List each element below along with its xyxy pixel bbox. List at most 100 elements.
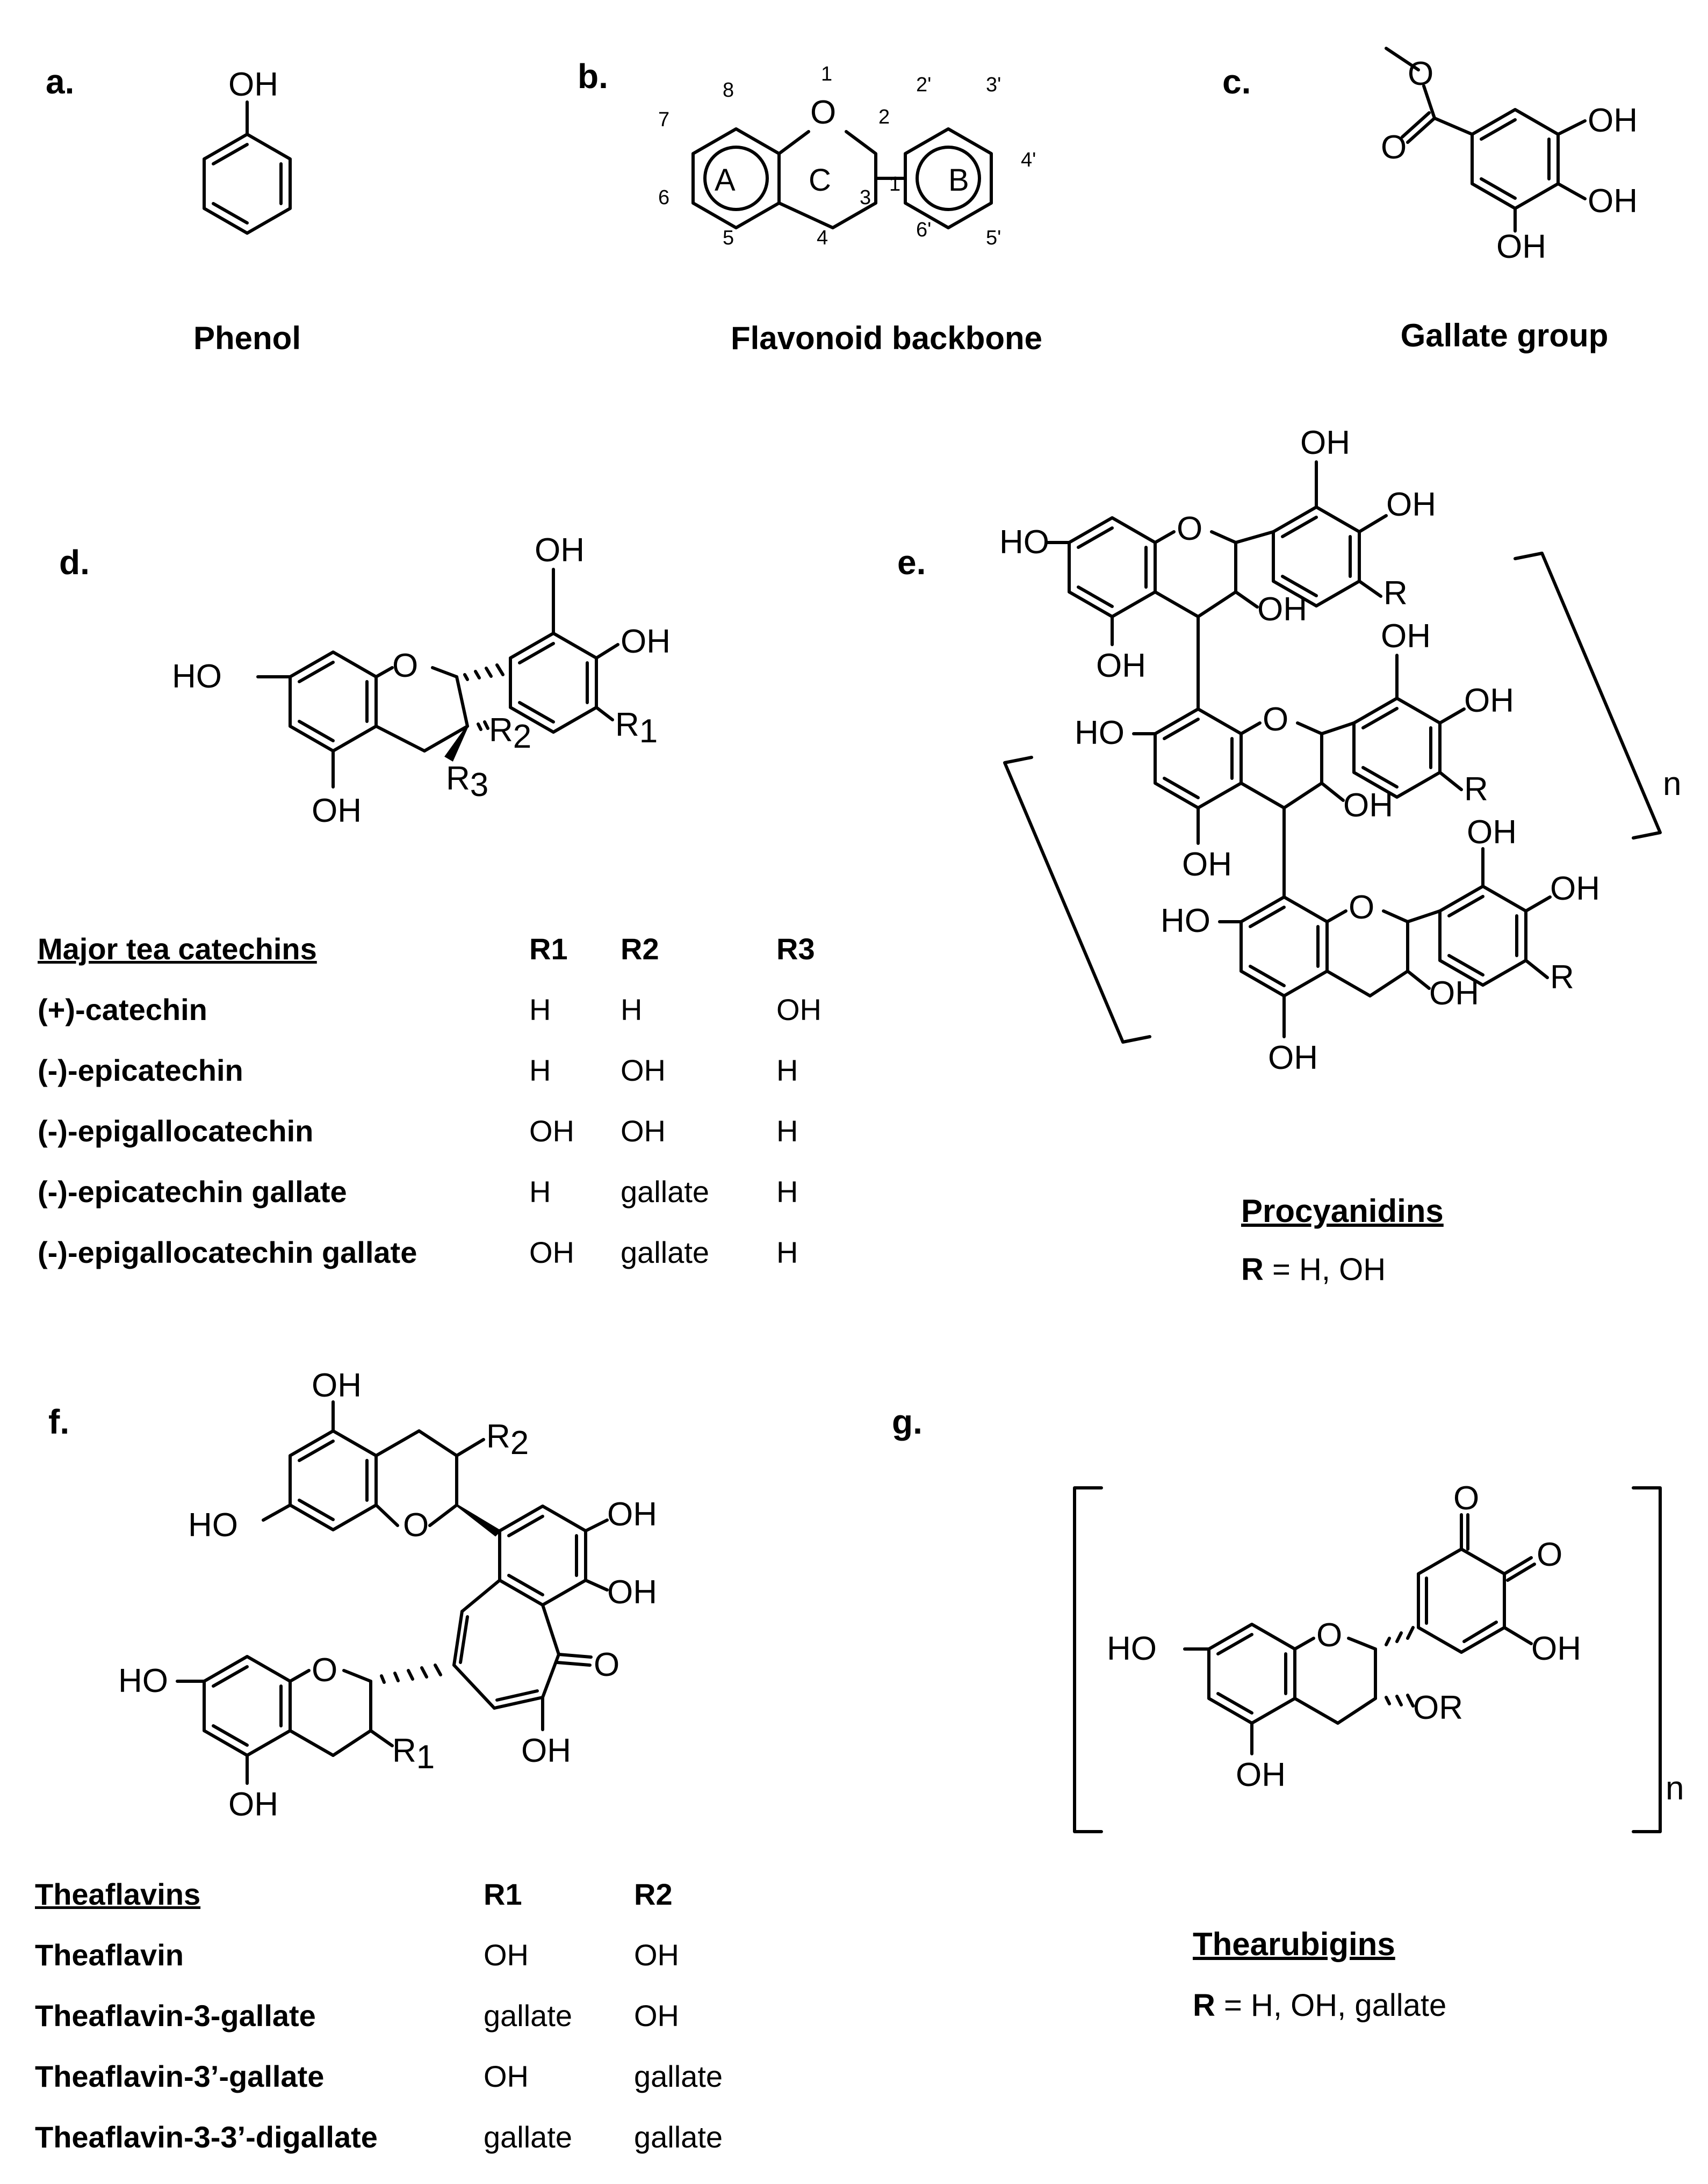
svg-text:O: O [594,1646,619,1683]
bracket-right [1632,1486,1662,1833]
phenol-structure: OH [203,66,292,235]
bracket-left [1073,1486,1103,1833]
svg-text:OH: OH [521,1732,571,1769]
svg-text:R: R [1550,959,1574,996]
svg-text:HO: HO [118,1662,168,1700]
panel-c-letter: c. [1222,62,1251,101]
svg-text:OH: OH [1096,647,1146,684]
panel-d-letter: d. [59,543,90,582]
svg-text:O: O [1453,1480,1479,1517]
svg-text:O: O [1349,889,1374,926]
theaflavin-structure: OH HO O R2 OH OH O OH HO OH O R1 [118,1367,657,1823]
svg-text:O: O [312,1652,337,1689]
panel-b-letter: b. [578,57,608,96]
svg-text:HO: HO [188,1507,238,1544]
svg-text:OH: OH [607,1574,657,1611]
catechin-r3: R3 [446,760,488,804]
pos-5: 5 [723,227,734,249]
svg-text:HO: HO [1161,902,1210,939]
pos-3: 3 [860,186,871,209]
svg-text:OH: OH [1429,975,1479,1012]
svg-text:OH: OH [1550,870,1600,907]
procyanidins-caption: Procyanidins [1241,1193,1444,1229]
pos-5p: 5' [986,227,1001,249]
catechin-oh-4p: OH [621,623,671,660]
thearubigins-caption: Thearubigins [1193,1926,1395,1962]
thearubigin-n: n [1666,1770,1684,1807]
svg-text:HO: HO [1107,1630,1157,1667]
svg-text:OH: OH [1257,591,1307,628]
catechin-r1: R1 [615,706,658,750]
thearubigins-r-note: R = H, OH, gallate [1193,1988,1447,2023]
catechin-oh-3p: OH [535,532,585,569]
pos-4p: 4' [1021,149,1036,171]
svg-text:OH: OH [1531,1630,1581,1667]
panel-f-letter: f. [48,1402,70,1441]
ring-b-label: B [948,163,969,198]
svg-text:OH: OH [1467,814,1517,851]
svg-text:O: O [1263,701,1288,738]
svg-text:OH: OH [312,1367,362,1404]
phenol-caption: Phenol [193,320,301,356]
svg-text:O: O [1177,510,1202,547]
svg-text:OH: OH [1268,1039,1318,1076]
pos-2p: 2' [916,74,931,96]
svg-text:OH: OH [1386,486,1436,523]
catechins-table-header: Major tea catechins R1 R2 R3 [38,919,821,979]
svg-text:HO: HO [999,524,1049,561]
pos-6: 6 [658,186,669,209]
catechin-o-ring: O [392,647,418,684]
catechin-oh-5: OH [312,792,362,829]
pos-3p: 3' [986,74,1001,96]
gallate-ester-o: O [1408,55,1433,92]
flavonoid-o-label: O [810,94,836,131]
svg-text:R: R [1383,575,1408,612]
bracket-right [1514,552,1662,840]
svg-text:OH: OH [1343,787,1393,824]
catechins-header-name: Major tea catechins [38,932,317,966]
ring-a-label: A [715,163,736,198]
pos-6p: 6' [916,219,931,241]
svg-text:R2: R2 [486,1418,529,1462]
pos-1: 1 [821,63,832,85]
procyanidins-r-note: R = H, OH [1241,1252,1386,1287]
procyanidin-structure: HO OH O OH OH R OH HO OH O OH OH R OH n … [999,424,1681,1076]
catechins-header-r2: R2 [621,932,659,966]
svg-text:O: O [403,1507,429,1544]
pos-7: 7 [658,109,669,131]
svg-text:R1: R1 [392,1732,435,1776]
pos-2: 2 [878,106,890,128]
flavonoid-caption: Flavonoid backbone [730,320,1043,356]
ring-c-label: C [809,163,831,198]
gallate-oh-3: OH [1588,102,1638,139]
pos-1p: 1 [889,173,900,196]
svg-text:R: R [1464,771,1488,808]
thearubigin-structure: HO OH O OR O O OH n [1073,1480,1684,1833]
svg-text:OH: OH [1300,424,1350,461]
svg-text:O: O [1316,1617,1342,1654]
svg-text:O: O [1537,1536,1562,1573]
panel-e-letter: e. [897,543,926,582]
pos-8: 8 [723,79,734,102]
svg-text:OH: OH [228,1786,278,1823]
procyanidin-n: n [1663,765,1681,802]
catechins-table: Major tea catechins R1 R2 R3 (+)-catechi… [38,919,821,1283]
flavonoid-backbone-structure: O A C B 1 2 3 4 5 6 7 8 1 2' 3' 4' 5' 6' [658,63,1036,249]
svg-text:HO: HO [1075,714,1125,751]
svg-text:OH: OH [1236,1756,1286,1794]
gallate-caption: Gallate group [1400,317,1609,353]
svg-text:OH: OH [1381,618,1431,655]
bracket-left [1003,756,1151,1044]
panel-a-letter: a. [46,62,75,101]
svg-text:OH: OH [607,1496,657,1533]
gallate-carbonyl-o: O [1381,129,1407,166]
